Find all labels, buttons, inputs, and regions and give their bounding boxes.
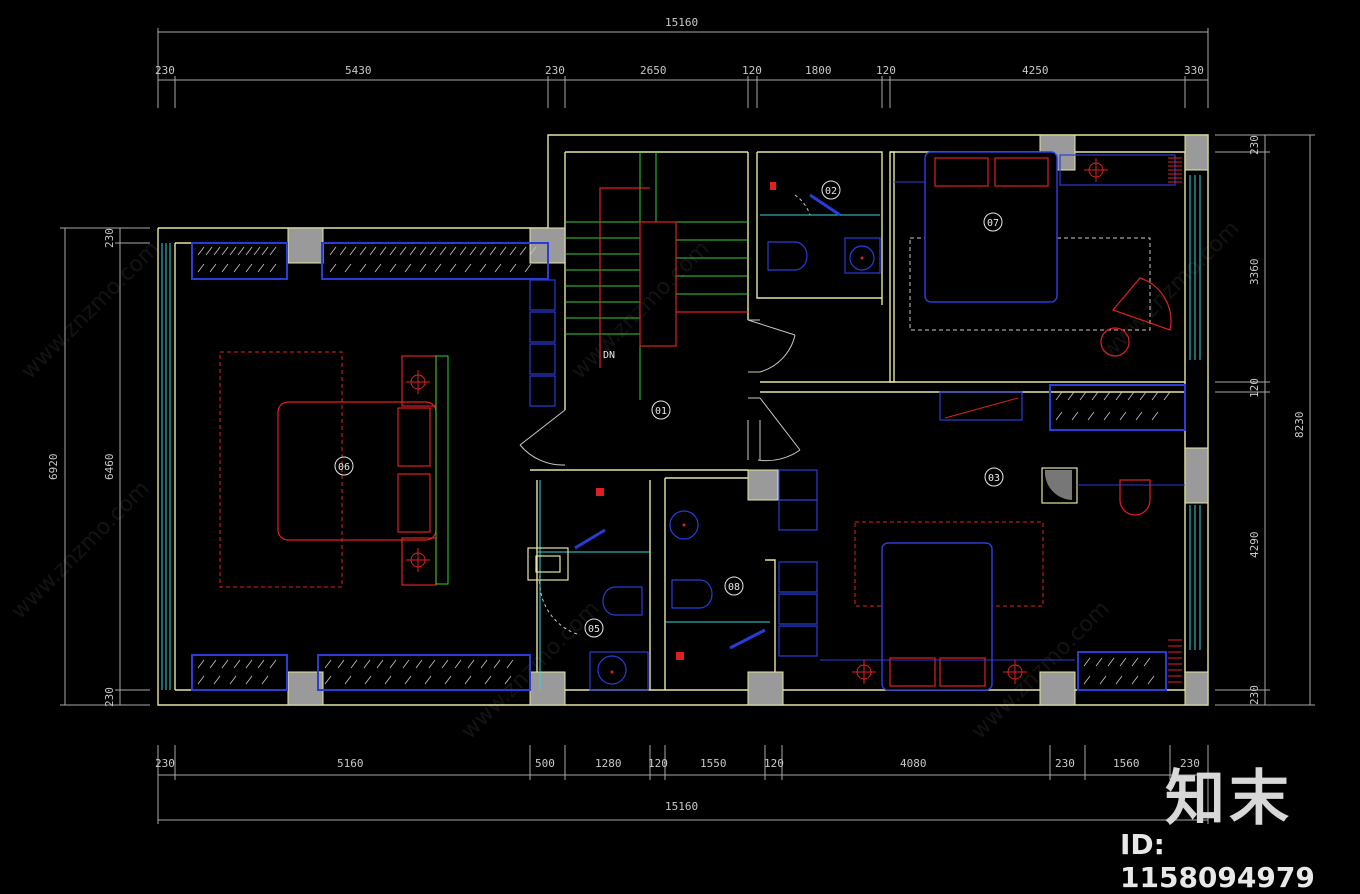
dim-top-seg: 2650 [640,64,667,77]
dim-bottom-total: 15160 [665,800,698,813]
dim-top-seg: 230 [545,64,565,77]
dim-left-top: 230 [103,228,116,248]
wardrobes [191,242,1186,691]
stair-direction-label: DN [603,350,615,361]
faucet-marks [596,182,864,674]
watermark-text: www.znzmo.com [17,236,165,384]
dim-top-seg: 230 [155,64,175,77]
dim-right-seg: 120 [1248,378,1261,398]
bathroom-fixtures [589,237,881,691]
room-label-08: 08 [728,582,740,593]
watermark-text: www.znzmo.com [1097,216,1245,364]
dim-bottom-seg: 230 [155,757,175,770]
dim-top-seg: 5430 [345,64,372,77]
dim-top-seg: 120 [742,64,762,77]
room-label-01: 01 [655,406,667,417]
dim-bottom-seg: 1550 [700,757,727,770]
dim-bottom-seg: 4080 [900,757,927,770]
dim-right-total: 8230 [1293,412,1306,439]
windows-glass [161,175,1201,690]
room-label-03: 03 [988,473,1000,484]
dim-right-seg: 3360 [1248,259,1261,286]
dim-left-outer: 6920 [47,454,60,481]
dim-right-seg: 230 [1248,135,1261,155]
room-label-02: 02 [825,186,837,197]
dim-left-inner: 6460 [103,454,116,481]
dim-bottom-seg: 120 [648,757,668,770]
shower-niche [527,547,569,581]
room-label-05: 05 [588,624,600,635]
dim-bottom-seg: 120 [764,757,784,770]
bedroom-07-furniture [894,151,1182,357]
dim-bottom-seg: 230 [1055,757,1075,770]
dim-bottom-seg: 230 [1180,757,1200,770]
dim-top-seg: 330 [1184,64,1204,77]
dimension-labels: 15160 230 5430 230 2650 120 1800 120 425… [47,16,1306,813]
room-labels: 01 02 03 05 06 07 08 [334,180,1004,638]
dim-bottom-seg: 500 [535,757,555,770]
dim-right-seg: 4290 [1248,532,1261,559]
dim-bottom-seg: 5160 [337,757,364,770]
room-label-06: 06 [338,462,350,473]
brand-logo: 知末 [1165,764,1293,834]
dim-top-seg: 4250 [1022,64,1049,77]
dim-bottom-seg: 1560 [1113,757,1140,770]
door-leaves [574,193,841,650]
staircase [565,152,748,400]
bedroom-06-furniture [219,351,449,588]
image-id-label: ID: 1158094979 [1120,828,1315,894]
bedroom-03-furniture [820,391,1185,691]
doors [519,194,811,636]
dim-bottom-seg: 1280 [595,757,622,770]
dimension-lines [60,28,1315,824]
stair-handrail [599,187,748,368]
dim-left-bottom: 230 [103,687,116,707]
dim-right-seg: 230 [1248,685,1261,705]
room-label-07: 07 [987,218,999,229]
dim-top-seg: 120 [876,64,896,77]
watermark-text: www.znzmo.com [7,476,155,624]
dim-top-total: 15160 [665,16,698,29]
dim-top-seg: 1800 [805,64,832,77]
